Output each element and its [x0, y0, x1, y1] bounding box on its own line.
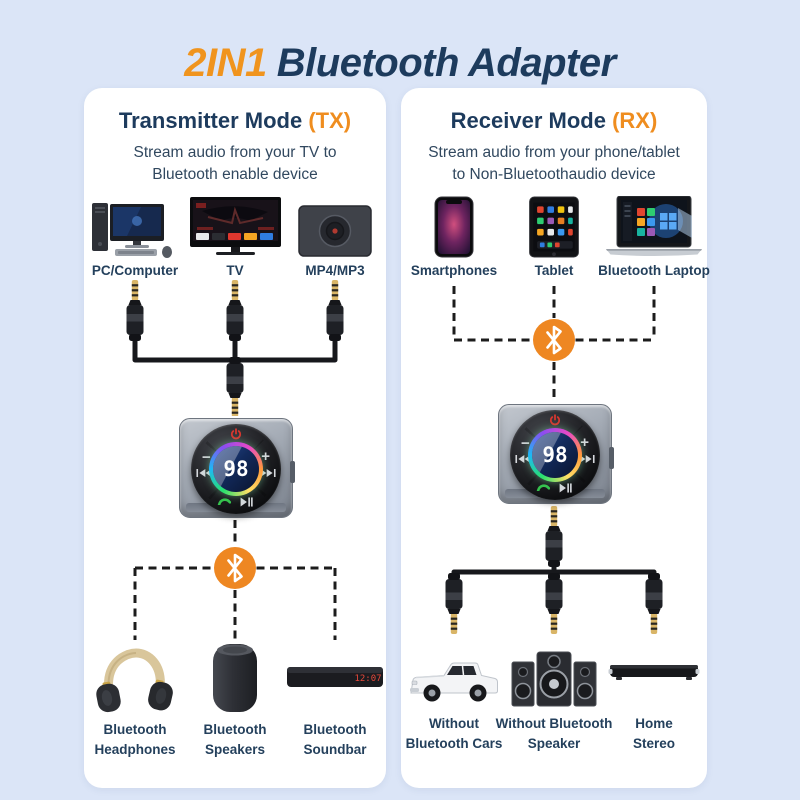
- volume-minus-icon: −: [521, 435, 530, 452]
- tx-subtitle-line2: Bluetooth enable device: [152, 166, 318, 183]
- source-pc-computer: PC/Computer: [85, 196, 185, 278]
- speaker-icon: [207, 642, 263, 714]
- source-tablet: Tablet: [504, 196, 604, 278]
- tx-subtitle-line1: Stream audio from your TV to: [133, 144, 337, 161]
- mp4-player-icon: [298, 196, 372, 258]
- device-label: Bluetooth Laptop: [598, 263, 710, 278]
- adapter-display-value: 98: [223, 457, 249, 481]
- adapter-control-dial: − + 98: [191, 424, 281, 514]
- bluetooth-badge: [531, 317, 577, 363]
- rx-subtitle-line2: to Non-Bluetoothaudio device: [452, 166, 656, 183]
- home-stereo-icon: [608, 636, 700, 708]
- play-pause-icon: [559, 483, 572, 493]
- volume-minus-icon: −: [202, 449, 211, 466]
- volume-plus-icon: +: [261, 448, 270, 465]
- adapter-display: 98: [532, 432, 578, 478]
- adapter-control-dial: − + 98: [510, 410, 600, 500]
- transmitter-heading: Transmitter Mode (TX): [119, 108, 351, 134]
- power-icon: [230, 428, 243, 441]
- speaker-system-icon: [509, 636, 599, 708]
- smartphone-icon: [433, 196, 475, 258]
- bt-adapter-device: − + 98: [496, 402, 614, 506]
- pickup-truck-icon: [406, 636, 502, 708]
- play-pause-icon: [240, 497, 253, 507]
- adapter-side-button: [609, 447, 614, 469]
- bluetooth-connection-tree: [133, 520, 337, 640]
- adapter-body: − + 98: [179, 418, 295, 518]
- receiver-mode-card: Receiver Mode (RX) Stream audio from you…: [401, 88, 710, 788]
- aux-splitter-cable: [445, 506, 663, 634]
- headphones-icon: [92, 642, 178, 714]
- volume-plus-icon: +: [580, 434, 589, 451]
- bt-adapter-device: − + 98: [177, 416, 295, 520]
- adapter-rgb-ring: 98: [528, 428, 582, 482]
- page-title-rest: Bluetooth Adapter: [276, 40, 616, 85]
- tx-source-devices-row: PC/Computer: [85, 196, 385, 278]
- page-title-accent: 2IN1: [184, 40, 267, 85]
- bluetooth-badge: [212, 545, 258, 591]
- adapter-rgb-ring: 98: [209, 442, 263, 496]
- desktop-computer-icon: [89, 196, 181, 258]
- source-mp4-player: MP4/MP3: [285, 196, 385, 278]
- soundbar-clock: 12:07: [354, 674, 381, 684]
- rx-subtitle-line1: Stream audio from your phone/tablet: [428, 144, 680, 161]
- device-label: MP4/MP3: [305, 263, 365, 278]
- tablet-icon: [527, 196, 581, 258]
- aux-splitter-cable: [126, 280, 344, 416]
- tv-icon: [188, 196, 283, 258]
- adapter-side-button: [290, 461, 295, 483]
- source-smartphone: Smartphones: [404, 196, 504, 278]
- adapter-body: − + 98: [498, 404, 614, 504]
- device-label: Tablet: [534, 263, 574, 278]
- tx-mode-tag: (TX): [308, 108, 352, 133]
- tx-subtitle: Stream audio from your TV to Bluetooth e…: [133, 142, 336, 186]
- receiver-heading: Receiver Mode (RX): [451, 108, 658, 134]
- phone-call-icon: [536, 482, 550, 491]
- rx-source-devices-row: Smartphones: [404, 196, 710, 278]
- rx-mode-tag: (RX): [612, 108, 658, 133]
- adapter-display: 98: [213, 446, 259, 492]
- transmitter-mode-card: Transmitter Mode (TX) Stream audio from …: [84, 88, 386, 788]
- power-icon: [549, 414, 562, 427]
- rx-subtitle: Stream audio from your phone/tablet to N…: [428, 142, 680, 186]
- device-label: PC/Computer: [91, 263, 179, 278]
- device-label: Smartphones: [410, 263, 498, 278]
- source-tv: TV: [185, 196, 285, 278]
- receiver-heading-text: Receiver Mode: [450, 108, 606, 133]
- phone-call-icon: [217, 496, 231, 505]
- laptop-icon: [604, 196, 704, 258]
- device-label: TV: [226, 263, 244, 278]
- transmitter-heading-text: Transmitter Mode: [118, 108, 303, 133]
- source-laptop: Bluetooth Laptop: [598, 196, 710, 278]
- adapter-display-value: 98: [542, 443, 568, 467]
- bluetooth-connection-tree: [452, 286, 656, 402]
- soundbar-icon: 12:07: [286, 642, 384, 714]
